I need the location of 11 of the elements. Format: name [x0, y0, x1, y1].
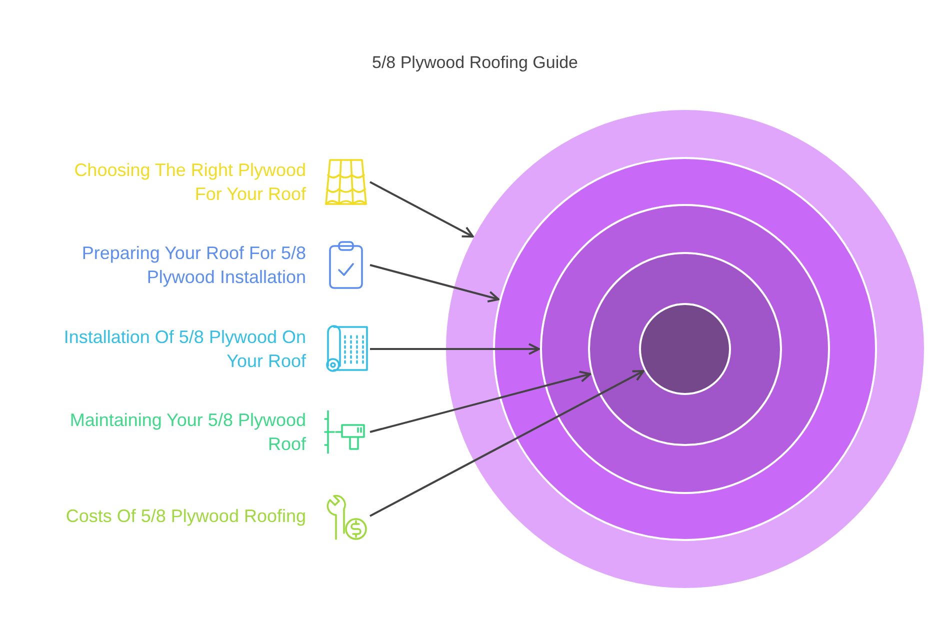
arrow	[370, 343, 540, 355]
arrow	[370, 370, 644, 517]
topic-label: Costs Of 5/8 Plywood Roofing	[64, 505, 306, 528]
arrow	[370, 181, 474, 238]
arrow	[370, 264, 500, 303]
topic-label: Installation Of 5/8 Plywood On Your Roof	[62, 326, 306, 373]
topic-label: Maintaining Your 5/8 Plywood Roof	[68, 409, 306, 456]
arrow	[370, 370, 592, 433]
title: 5/8 Plywood Roofing Guide	[370, 52, 580, 74]
topic-label: Preparing Your Roof For 5/8 Plywood Installation	[80, 242, 306, 289]
topic-label: Choosing The Right Plywood For Your Roof	[73, 159, 306, 206]
